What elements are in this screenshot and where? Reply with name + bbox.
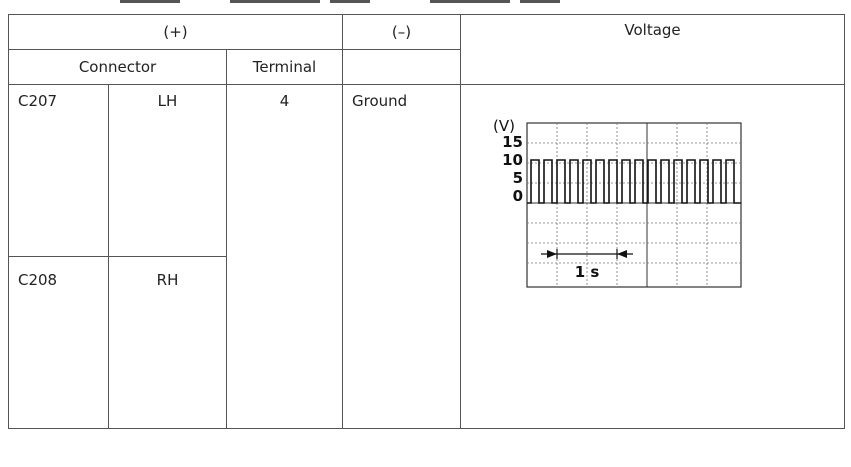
scope-vertical-gridlines	[556, 123, 708, 287]
tick-5: 5	[513, 169, 523, 187]
time-label: 1 s	[575, 263, 600, 281]
unit-label: (V)	[493, 117, 515, 135]
scope-frame	[526, 122, 742, 288]
subheader-connector: Connector	[8, 49, 227, 85]
header-plus: (+)	[7, 14, 344, 50]
tick-15: 15	[502, 133, 523, 151]
tick-10: 10	[502, 151, 523, 169]
terminal-value: 4	[225, 84, 344, 429]
ground-value: Ground	[342, 84, 462, 429]
header-voltage: Voltage	[460, 14, 846, 85]
cropped-caption-strip	[0, 0, 851, 8]
header-minus: (–)	[342, 14, 462, 50]
subheader-terminal: Terminal	[225, 49, 344, 85]
tick-0: 0	[513, 187, 523, 205]
voltage-waveform-cell: (V) 15 10 5 0 1 s	[460, 84, 846, 429]
square-wave-trace	[527, 159, 742, 204]
side-lh: LH	[108, 84, 227, 257]
voltage-spec-table: (+) (–) Voltage Connector Terminal C207 …	[7, 14, 846, 429]
connector-c208: C208	[8, 256, 109, 429]
subheader-minus-empty	[342, 49, 462, 85]
oscilloscope-waveform-figure: (V) 15 10 5 0 1 s	[493, 117, 742, 288]
connector-c207: C207	[8, 84, 109, 257]
time-span-indicator	[541, 249, 634, 259]
side-rh: RH	[108, 256, 227, 429]
